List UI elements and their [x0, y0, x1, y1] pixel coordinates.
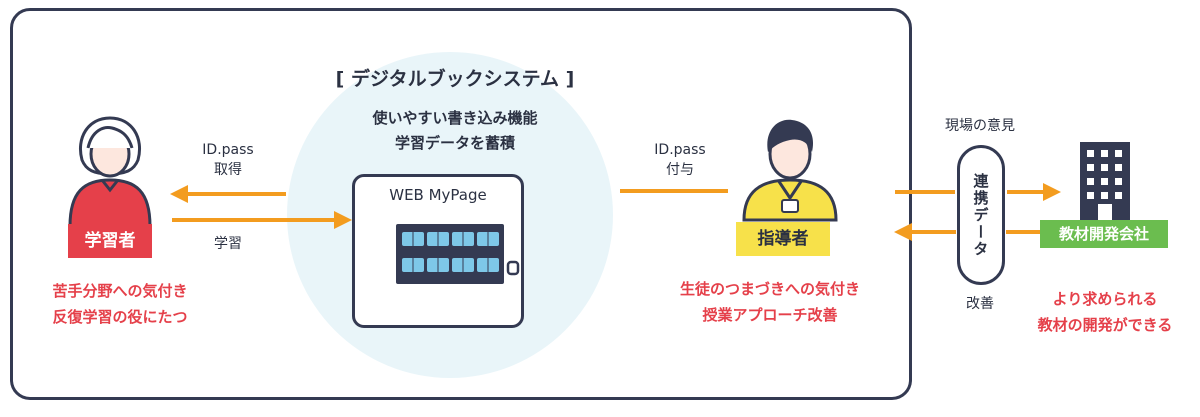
company-benefit-line2: 教材の開発ができる — [1037, 316, 1173, 334]
building-icon — [1080, 142, 1130, 220]
tablet-screen-icon — [396, 224, 520, 284]
system-frame — [10, 8, 912, 400]
arrow-left-icon — [170, 185, 286, 203]
teacher-tag-bg — [736, 222, 830, 256]
teacher-benefit-line2: 授業アプローチ改善 — [702, 306, 838, 324]
id-pass-grant-line2: 付与 — [666, 162, 694, 178]
teacher-benefit: 生徒のつまづきへの気付き 授業アプローチ改善 — [640, 276, 900, 328]
learner-benefit-line2: 反復学習の役にたつ — [52, 308, 188, 326]
learner-tag: 学習者 — [68, 224, 152, 258]
id-pass-get-label: ID.pass 取得 — [178, 140, 278, 180]
company-benefit-line1: より求められる — [1052, 290, 1158, 308]
cooperation-data-box — [957, 145, 1005, 285]
learner-person-icon — [68, 116, 152, 228]
company-benefit: より求められる 教材の開発ができる — [1010, 286, 1200, 338]
id-pass-get-line1: ID.pass — [202, 142, 254, 158]
arrow-from-company-icon — [894, 223, 1040, 241]
teacher-person-icon — [742, 119, 838, 222]
improvement-label: 改善 — [966, 296, 994, 312]
arrow-to-company-icon — [895, 183, 1061, 201]
system-description: 使いやすい書き込み機能 学習データを蓄積 — [330, 106, 580, 156]
id-pass-grant-label: ID.pass 付与 — [630, 140, 730, 180]
arrow-right-icon — [172, 211, 352, 229]
teacher-benefit-line1: 生徒のつまづきへの気付き — [679, 280, 860, 298]
teacher-tag: 指導者 — [757, 229, 809, 249]
grant-line — [620, 189, 728, 193]
field-opinion-label: 現場の意見 — [945, 118, 1015, 134]
cooperation-data-label: 連携データ — [971, 172, 990, 258]
tablet-title: WEB MyPage — [389, 186, 487, 204]
system-desc-line1: 使いやすい書き込み機能 — [372, 109, 538, 127]
id-pass-grant-line1: ID.pass — [654, 142, 706, 158]
learner-benefit-line1: 苦手分野への気付き — [52, 282, 188, 300]
learner-benefit: 苦手分野への気付き 反復学習の役にたつ — [20, 278, 220, 330]
study-label: 学習 — [214, 236, 242, 252]
id-pass-get-line2: 取得 — [214, 162, 242, 178]
system-desc-line2: 学習データを蓄積 — [394, 134, 515, 152]
system-title: [ デジタルブックシステム ] — [335, 68, 575, 90]
company-tag: 教材開発会社 — [1040, 220, 1168, 248]
